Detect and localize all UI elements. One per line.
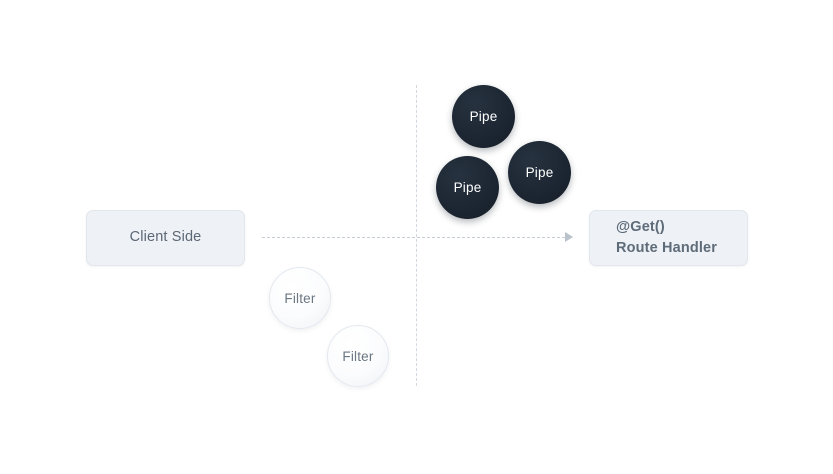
route-handler-label: Route Handler <box>616 240 718 256</box>
pipe-label: Pipe <box>525 165 554 180</box>
filter-circle-1[interactable]: Filter <box>269 267 331 329</box>
flow-arrowhead-icon <box>565 232 573 242</box>
client-side-box[interactable]: Client Side <box>86 210 245 266</box>
vertical-divider-dashed-line <box>416 85 417 386</box>
filter-circle-2[interactable]: Filter <box>327 325 389 387</box>
filter-label: Filter <box>284 290 316 306</box>
pipe-circle-3[interactable]: Pipe <box>508 141 571 204</box>
route-handler-decorator-label: @Get() <box>616 218 665 235</box>
client-side-label: Client Side <box>129 229 202 246</box>
pipe-label: Pipe <box>469 109 498 124</box>
pipe-label: Pipe <box>453 180 482 195</box>
route-handler-box[interactable]: @Get() Route Handler <box>589 210 748 266</box>
filter-label: Filter <box>342 348 374 364</box>
pipe-circle-2[interactable]: Pipe <box>436 156 499 219</box>
pipe-circle-1[interactable]: Pipe <box>452 85 515 148</box>
